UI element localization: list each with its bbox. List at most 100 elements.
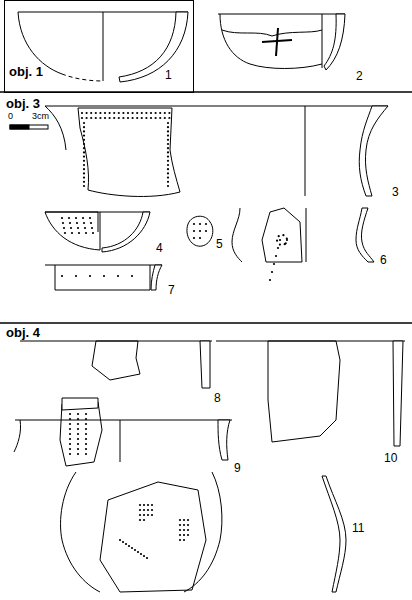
impressed-dot: [71, 232, 73, 234]
impressed-dot: [83, 156, 85, 158]
impressed-dot: [179, 524, 181, 526]
impressed-dot: [85, 428, 87, 430]
impressed-dot: [187, 534, 189, 536]
impressed-dot: [193, 223, 195, 225]
impressed-dot: [82, 217, 84, 219]
impressed-dot: [136, 112, 138, 114]
impressed-dot: [187, 529, 189, 531]
impressed-dot: [83, 122, 85, 124]
impressed-dot: [164, 112, 166, 114]
impressed-dot: [117, 275, 119, 277]
impressed-dot: [141, 112, 143, 114]
impressed-dot: [91, 227, 93, 229]
impressed-dot: [140, 553, 142, 555]
impressed-dot: [143, 504, 145, 506]
impressed-dot: [95, 112, 97, 114]
impressed-dot: [187, 519, 189, 521]
impressed-dot: [77, 433, 79, 435]
impressed-dot: [143, 555, 145, 557]
impressed-dot: [95, 117, 97, 119]
impressed-dot: [167, 156, 169, 158]
impressed-dot: [75, 217, 77, 219]
impressed-dot: [167, 172, 169, 174]
impressed-dot: [90, 222, 92, 224]
impressed-dot: [83, 160, 85, 162]
impressed-dot: [199, 237, 201, 239]
figure-number: 7: [168, 284, 175, 297]
impressed-dot: [279, 243, 281, 245]
scale-text: 0: [8, 112, 13, 122]
impressed-dot: [168, 112, 170, 114]
impressed-dot: [83, 147, 85, 149]
impressed-dot: [145, 117, 147, 119]
impressed-dot: [69, 423, 71, 425]
impressed-dot: [109, 112, 111, 114]
object-label: obj. 4: [6, 326, 40, 340]
impressed-dot: [84, 227, 86, 229]
impressed-dot: [122, 117, 124, 119]
scale-text: 3cm: [32, 112, 49, 122]
impressed-dot: [139, 514, 141, 516]
impressed-dot: [137, 551, 139, 553]
impressed-dot: [83, 139, 85, 141]
impressed-dot: [64, 232, 66, 234]
impressed-dot: [119, 539, 121, 541]
impressed-dot: [90, 117, 92, 119]
impressed-dot: [85, 413, 87, 415]
impressed-dot: [89, 275, 91, 277]
impressed-dot: [99, 117, 101, 119]
impressed-dot: [125, 543, 127, 545]
impressed-dot: [85, 433, 87, 435]
impressed-dot: [278, 235, 280, 237]
impressed-dot: [113, 112, 115, 114]
impressed-dot: [77, 227, 79, 229]
impressed-dot: [85, 443, 87, 445]
impressed-dot: [70, 227, 72, 229]
impressed-dot: [167, 181, 169, 183]
figure-number: 11: [352, 522, 364, 535]
impressed-dot: [90, 112, 92, 114]
impressed-dot: [83, 177, 85, 179]
impressed-dot: [69, 418, 71, 420]
impressed-dot: [271, 271, 273, 273]
impressed-dot: [69, 438, 71, 440]
impressed-dot: [118, 117, 120, 119]
figure-number: 1: [165, 69, 172, 82]
impressed-dot: [83, 143, 85, 145]
impressed-dot: [183, 524, 185, 526]
impressed-dot: [69, 428, 71, 430]
impressed-dot: [167, 130, 169, 132]
figure-number: 6: [380, 254, 387, 267]
impressed-dot: [155, 117, 157, 119]
impressed-dot: [141, 117, 143, 119]
impressed-dot: [147, 504, 149, 506]
impressed-dot: [89, 217, 91, 219]
impressed-dot: [143, 509, 145, 511]
impressed-dot: [128, 545, 130, 547]
impressed-dot: [92, 232, 94, 234]
impressed-dot: [81, 117, 83, 119]
impressed-dot: [127, 112, 129, 114]
impressed-dot: [145, 112, 147, 114]
impressed-dot: [286, 238, 288, 240]
impressed-dot: [104, 117, 106, 119]
impressed-dot: [159, 112, 161, 114]
impressed-dot: [86, 117, 88, 119]
impressed-dot: [85, 423, 87, 425]
impressed-dot: [134, 549, 136, 551]
impressed-dot: [77, 443, 79, 445]
figure-number: 3: [392, 186, 399, 199]
impressed-dot: [205, 230, 207, 232]
impressed-dot: [85, 232, 87, 234]
impressed-dot: [279, 239, 281, 241]
impressed-dot: [132, 117, 134, 119]
impressed-dot: [104, 112, 106, 114]
impressed-dot: [77, 448, 79, 450]
impressed-dot: [139, 504, 141, 506]
impressed-dot: [69, 448, 71, 450]
impressed-dot: [99, 112, 101, 114]
impressed-decoration: [61, 112, 288, 559]
figure-number: 8: [214, 392, 221, 405]
impressed-dot: [131, 275, 133, 277]
impressed-dot: [83, 185, 85, 187]
